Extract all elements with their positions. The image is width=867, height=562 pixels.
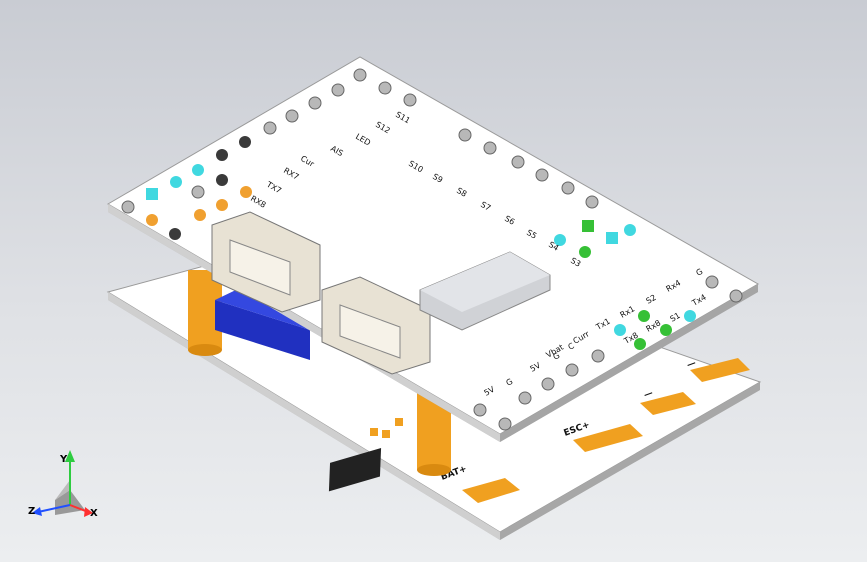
label-g-right: G [695,267,705,278]
y-axis-label: Y [59,454,68,465]
usb-receptacle [419,251,551,331]
label-bottom-c: C [567,341,577,352]
label-s5: S5 [525,228,538,241]
label-s2: S2 [645,293,658,306]
label-bottom-g: G [505,377,515,388]
label-s3: S3 [569,256,582,269]
z-axis-line [37,504,71,513]
top-board [107,56,760,442]
label-s1: S1 [669,311,682,324]
minus-label-2: — [686,358,698,370]
jst-connector-2 [321,276,431,375]
jst-connector-1 [211,211,321,313]
label-bottom-g-2: G [552,351,562,362]
label-s9: S9 [431,172,444,185]
label-s4: S4 [547,240,560,253]
axis-triad: Y Z X [28,450,98,519]
top-pad-array [121,68,743,431]
label-s6: S6 [503,214,516,227]
x-axis-label: X [90,508,98,519]
minus-label-1: — [643,388,655,400]
power-pads [328,358,750,503]
z-axis-label: Z [28,506,35,517]
label-s7: S7 [479,200,492,213]
label-s8: S8 [455,186,468,199]
